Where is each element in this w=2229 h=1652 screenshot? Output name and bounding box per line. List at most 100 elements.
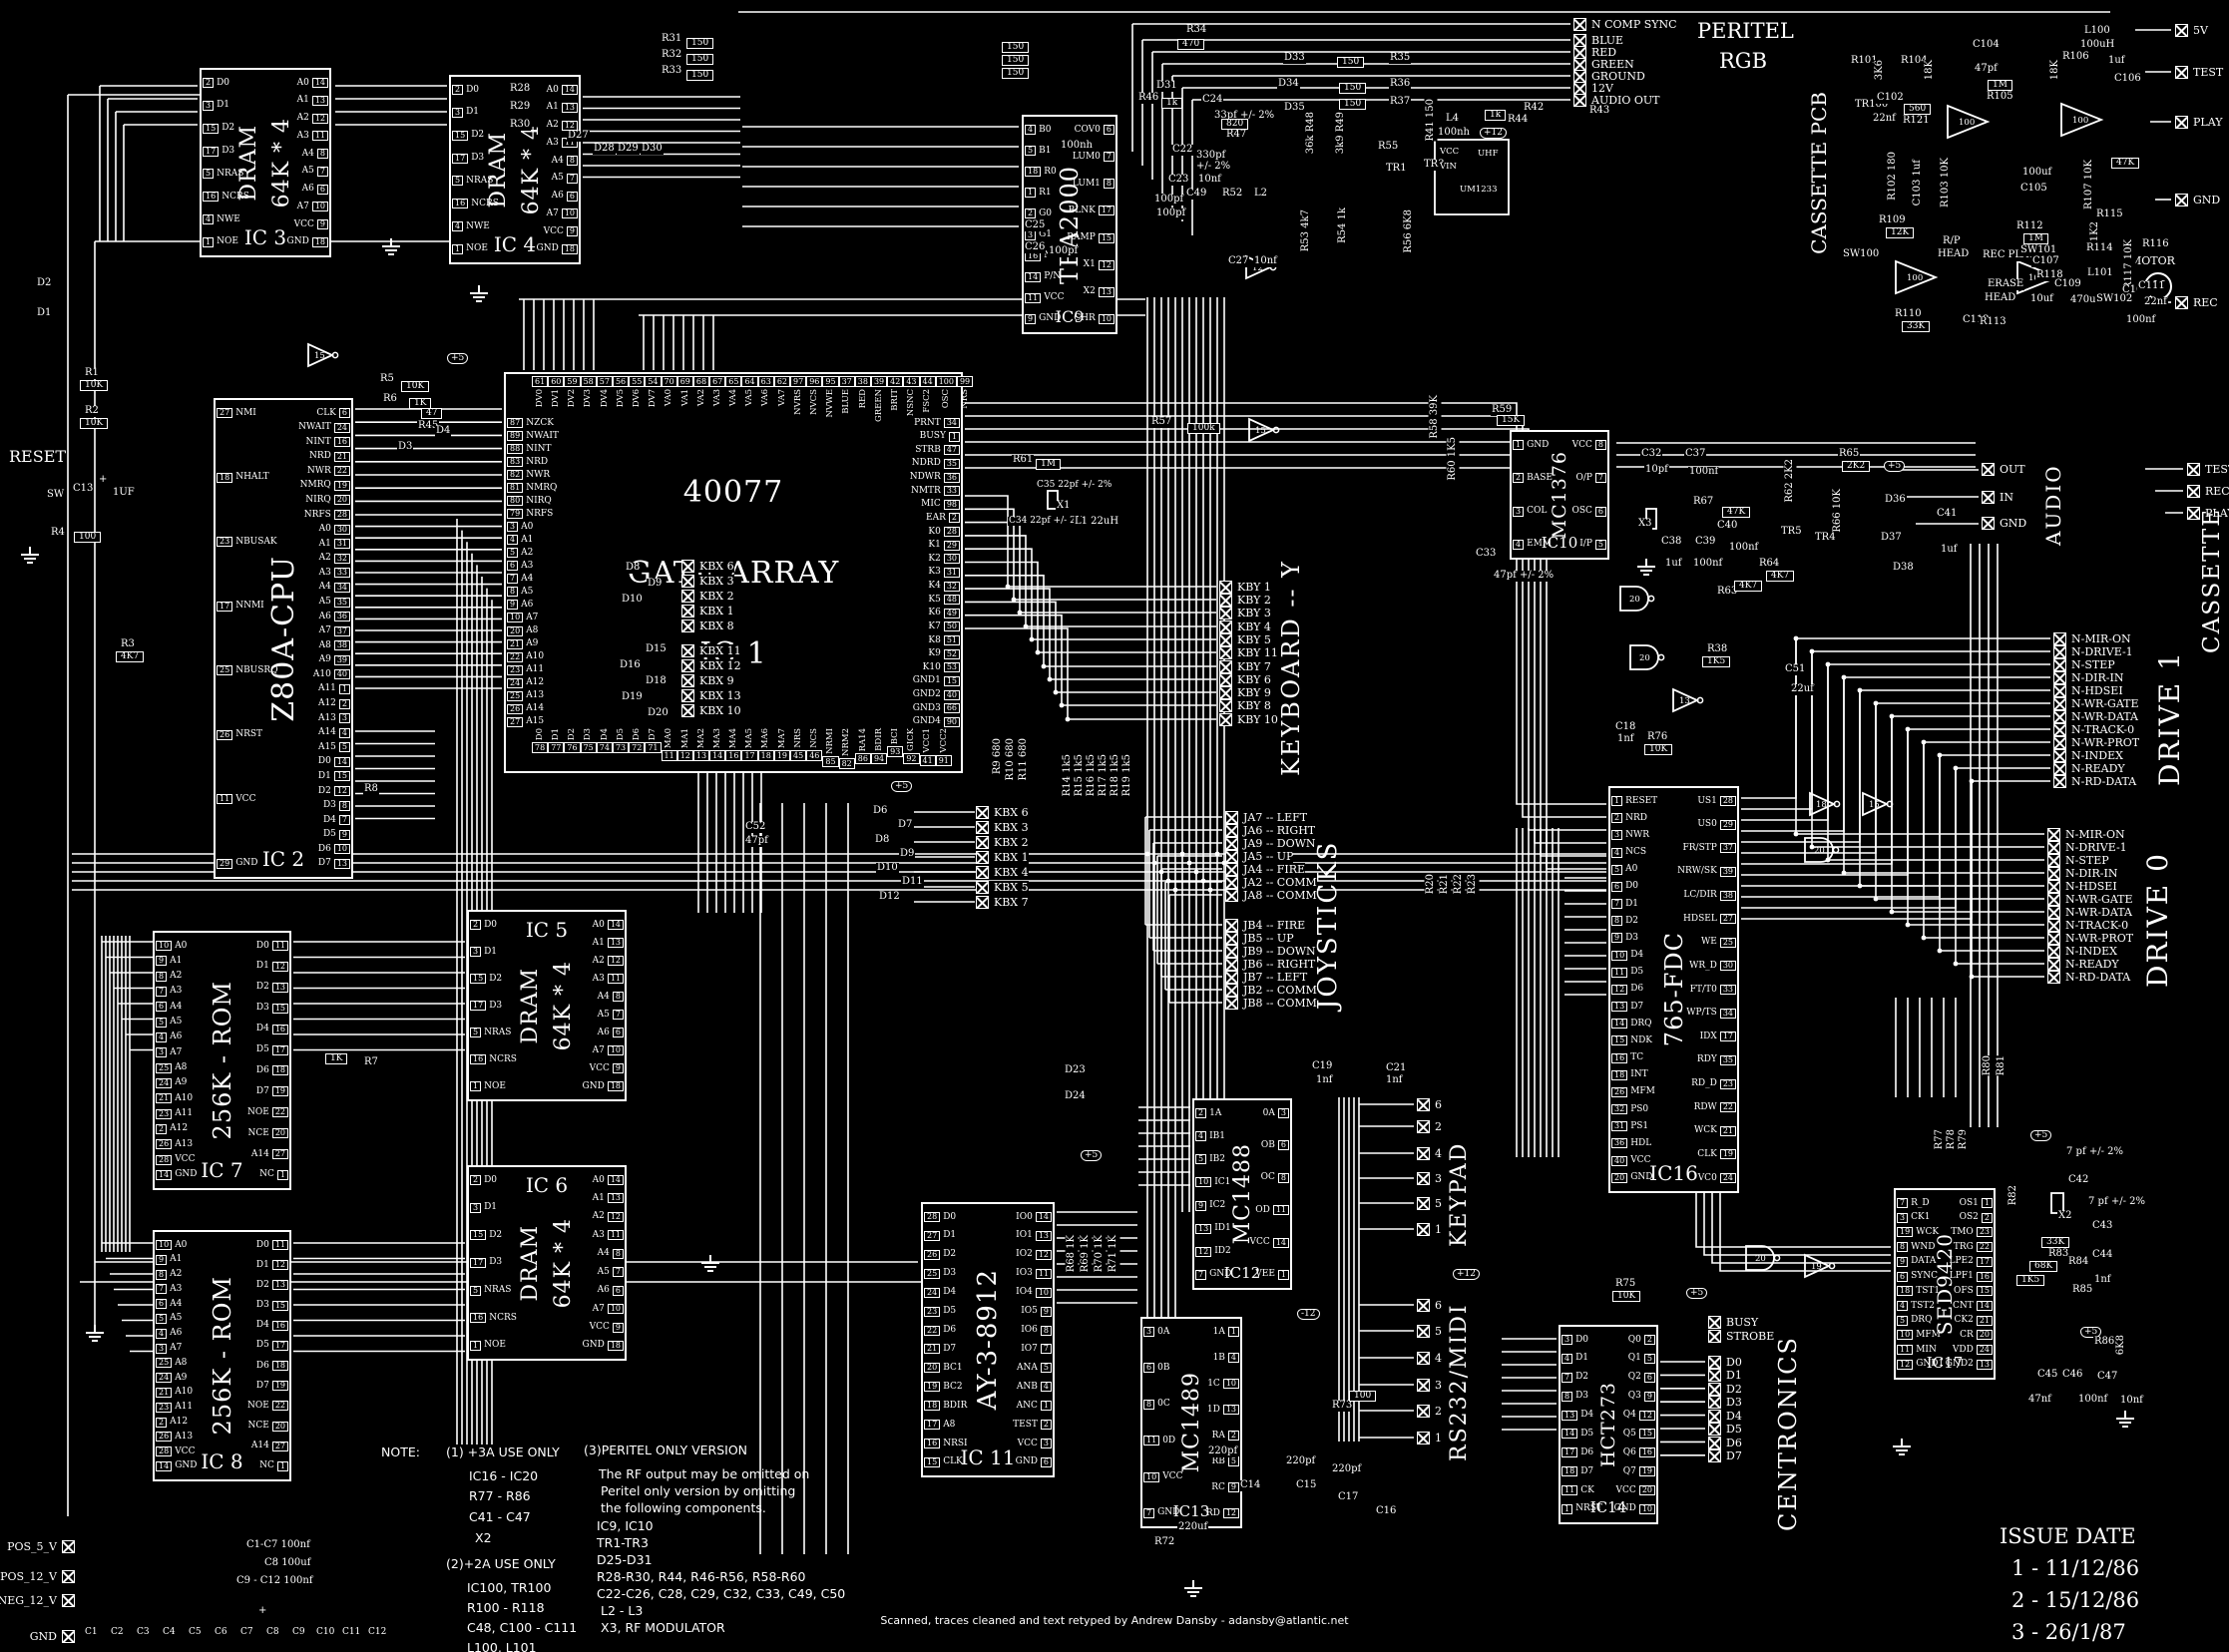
pin-name: A2 bbox=[592, 955, 605, 966]
annotation: R4 bbox=[50, 527, 66, 539]
pin-number: 14 bbox=[333, 756, 350, 767]
pin-number: 15 bbox=[1611, 1035, 1628, 1046]
connector-kby: KBY 9 bbox=[1219, 686, 1271, 699]
pin-number: 13 bbox=[607, 938, 624, 948]
wire bbox=[1741, 637, 2050, 799]
connector-keypad: 1 bbox=[1417, 1223, 1442, 1236]
annotation: 6K8 bbox=[2115, 1335, 2128, 1356]
pin-number: 10 bbox=[1098, 313, 1114, 324]
pin-number: 11 bbox=[1561, 1485, 1578, 1495]
pin-name: 1D bbox=[1206, 1404, 1220, 1415]
pin-number: 15 bbox=[271, 1300, 288, 1311]
power-rail-label: +5 bbox=[2080, 1327, 2102, 1339]
pin-number: 2 bbox=[203, 78, 215, 88]
pin-name: X1 bbox=[1083, 259, 1096, 270]
wire-junction bbox=[1969, 974, 1975, 980]
pin-number: 39 bbox=[1719, 866, 1736, 877]
pin-number: 6 bbox=[156, 1299, 168, 1310]
connector-pin-icon bbox=[2187, 485, 2200, 498]
pin-name: A2 bbox=[318, 553, 331, 564]
pin-number: 27 bbox=[924, 1230, 941, 1241]
pin-number: 14 bbox=[1035, 1212, 1052, 1222]
pin-name: D0 bbox=[217, 77, 230, 88]
connector-joy-a: JA9 -- DOWN bbox=[1225, 837, 1316, 850]
pin-number: 28 bbox=[156, 1154, 173, 1165]
pin-number: 38 bbox=[333, 640, 350, 651]
pin-name: ANB bbox=[1016, 1381, 1038, 1392]
pin-number: 1 bbox=[203, 236, 215, 247]
connector-pin-icon bbox=[1573, 94, 1586, 107]
connector-pin-icon bbox=[1219, 633, 1232, 646]
pin-number: 15 bbox=[203, 123, 220, 134]
connector-pin-icon bbox=[2047, 932, 2060, 945]
pin-name: A2 bbox=[296, 113, 309, 124]
pin-name: GND bbox=[1015, 1456, 1038, 1467]
connector-rs232: 2 bbox=[1417, 1405, 1442, 1418]
power-rail-label: +12 bbox=[1480, 128, 1507, 140]
pin-name: SYNC bbox=[1911, 1271, 1938, 1282]
pin-number: 23 bbox=[924, 1306, 941, 1317]
annotation: 10uf bbox=[2029, 293, 2054, 305]
wire-junction bbox=[1937, 948, 1943, 954]
annotation: 100nf bbox=[2077, 1394, 2109, 1406]
wire-junction bbox=[1207, 887, 1213, 893]
pin-number: 1 bbox=[470, 1340, 482, 1351]
connector-drive0: N-WR-DATA bbox=[2047, 906, 2132, 919]
pin-name: HDSEL bbox=[1683, 913, 1717, 924]
pin-number: 9 bbox=[156, 956, 168, 967]
pin-number: 20 bbox=[1638, 1485, 1655, 1495]
annotation: C35 22pf +/- 2% bbox=[1036, 480, 1114, 491]
annotation: 4K7 bbox=[1734, 581, 1763, 593]
pin-name: COL bbox=[1527, 506, 1548, 517]
pin-number: 26 bbox=[924, 1249, 941, 1260]
pin-number: 33 bbox=[1719, 985, 1736, 995]
annotation: C104 bbox=[1972, 39, 2001, 51]
pin-number: 51 bbox=[943, 635, 960, 645]
wire-junction bbox=[1053, 689, 1059, 695]
gate-label: 19 bbox=[1811, 1262, 1822, 1272]
pin-name: A9 bbox=[175, 1077, 188, 1088]
connector-pin-icon bbox=[1417, 1172, 1430, 1185]
ic-title-line: DRAM bbox=[518, 1224, 543, 1302]
pin-number: 3 bbox=[452, 107, 464, 118]
pin-name: CK bbox=[1580, 1484, 1594, 1495]
pin-number: 18 bbox=[757, 750, 774, 762]
pin-name: CNT bbox=[1953, 1300, 1974, 1311]
pin-number: 36 bbox=[1611, 1138, 1628, 1149]
annotation: C43 bbox=[2091, 1220, 2114, 1232]
annotation: R86 bbox=[2093, 1336, 2116, 1348]
pin-number: 64 bbox=[741, 376, 758, 387]
connector-pin-label: KBX 3 bbox=[699, 575, 734, 588]
pin-number: 21 bbox=[156, 1093, 173, 1104]
pin-name: NC bbox=[259, 1460, 274, 1471]
pin-name: US1 bbox=[1697, 795, 1717, 806]
pin-number: 17 bbox=[741, 750, 758, 762]
pin-name: A1 bbox=[592, 1192, 605, 1203]
connector-centronics: D6 bbox=[1708, 1437, 1742, 1449]
wire-junction bbox=[1011, 597, 1017, 603]
pin-name: TST2 bbox=[1911, 1300, 1935, 1311]
annotation: 10nf bbox=[1197, 174, 1222, 186]
pin-number: 12 bbox=[333, 786, 350, 797]
